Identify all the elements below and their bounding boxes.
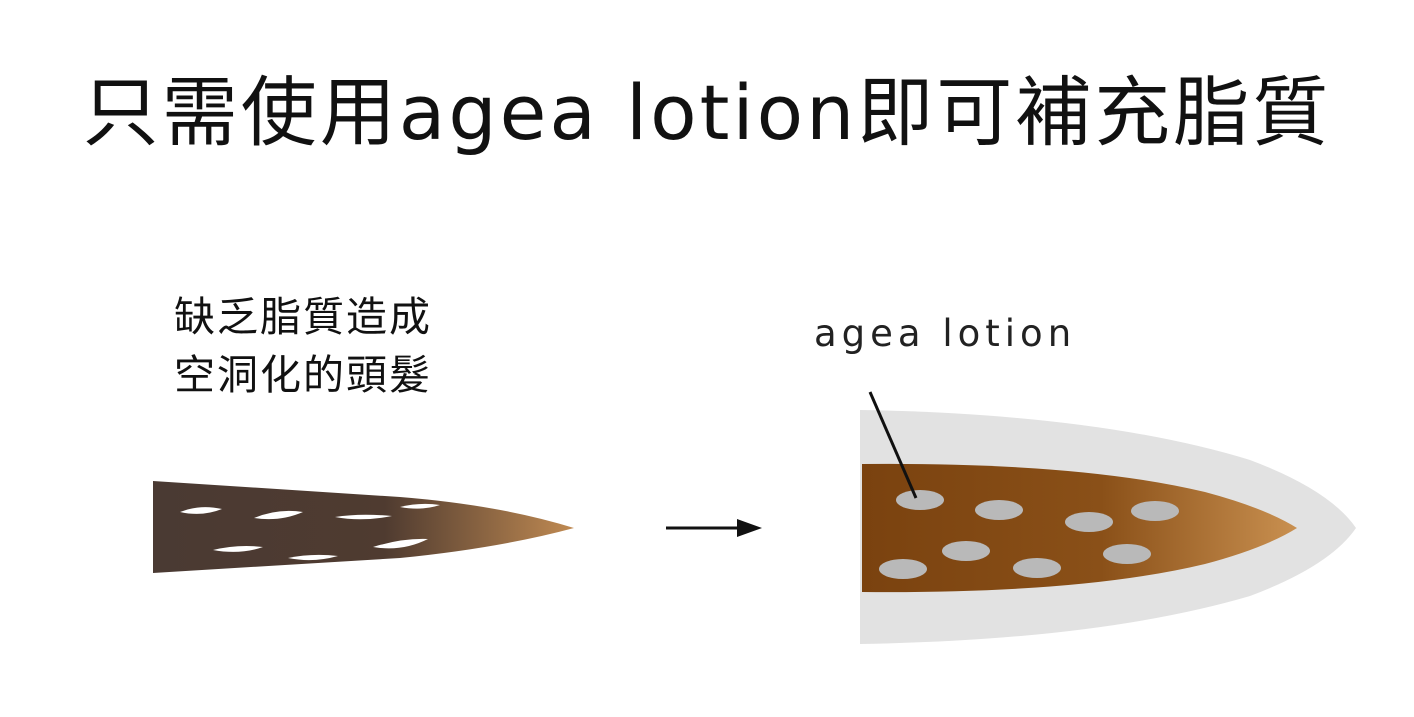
right-arrow-icon bbox=[666, 519, 762, 537]
lipid-dot bbox=[896, 490, 944, 510]
hair-void bbox=[373, 538, 428, 549]
lipid-dot bbox=[879, 559, 927, 579]
hair-void bbox=[254, 510, 303, 520]
damaged-hair-caption: 缺乏脂質造成 空洞化的頭髮 bbox=[174, 288, 432, 404]
label-leader-line bbox=[868, 391, 918, 499]
hair-voids bbox=[180, 503, 440, 561]
lipid-dot bbox=[1103, 544, 1151, 564]
lipid-dot bbox=[975, 500, 1023, 520]
hair-void bbox=[400, 503, 440, 509]
hair-void bbox=[288, 554, 338, 561]
lipid-dot bbox=[1131, 501, 1179, 521]
lipid-dot bbox=[942, 541, 990, 561]
hair-void bbox=[213, 546, 263, 552]
lotion-label: agea lotion bbox=[814, 312, 1077, 355]
hair-void bbox=[335, 514, 392, 520]
repaired-hair-strand bbox=[860, 410, 1356, 644]
damaged-hair-caption-line-1: 缺乏脂質造成 bbox=[174, 293, 432, 341]
damaged-hair-strand bbox=[153, 481, 574, 573]
damaged-hair-body bbox=[153, 481, 574, 573]
damaged-hair-caption-line-2: 空洞化的頭髮 bbox=[174, 351, 432, 399]
page-title: 只需使用agea lotion即可補充脂質 bbox=[82, 68, 1332, 157]
hair-void bbox=[180, 507, 222, 514]
lipid-dot bbox=[1065, 512, 1113, 532]
lipid-dot bbox=[1013, 558, 1061, 578]
lotion-lipids bbox=[879, 490, 1179, 579]
